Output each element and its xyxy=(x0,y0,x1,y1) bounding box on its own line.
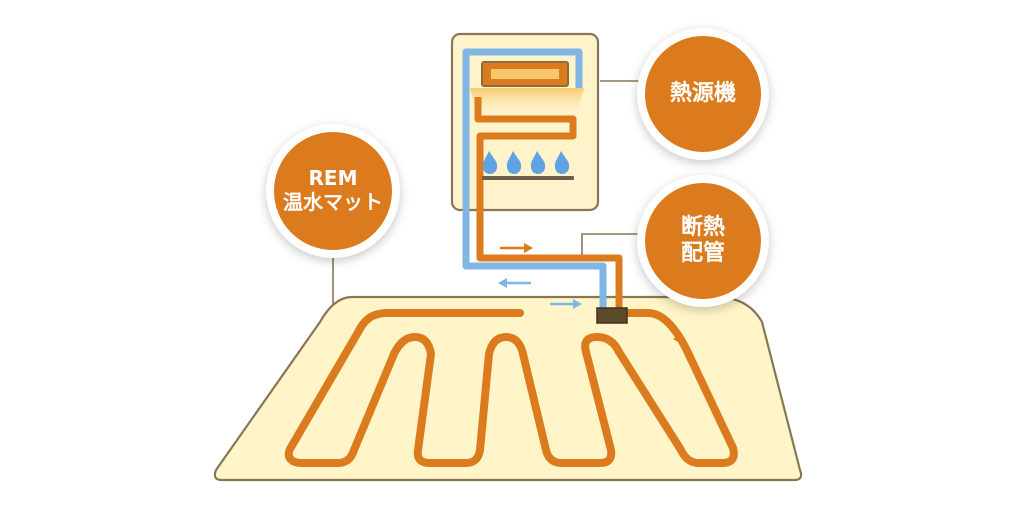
insulated-pipe-label-line1: 断熱 xyxy=(680,215,725,241)
insulated-pipe-label-line2: 配管 xyxy=(680,241,725,266)
mat-label-circle: REM 温水マット xyxy=(266,124,400,258)
heat-source-label-circle: 熱源機 xyxy=(637,28,769,160)
mat-label-line1: REM xyxy=(308,166,358,191)
insulated-pipe-label-circle: 断熱 配管 xyxy=(637,175,769,307)
arrow-right-icon xyxy=(500,243,533,253)
pipe-connector-box xyxy=(596,307,628,324)
arrow-right-icon xyxy=(550,299,582,309)
arrow-down-right-icon xyxy=(662,317,683,345)
mat-label-line2: 温水マット xyxy=(283,190,383,214)
flame-icon xyxy=(482,151,498,174)
connector-line-pipe xyxy=(581,233,640,258)
heater-glow xyxy=(470,88,584,118)
burner-flames xyxy=(482,151,570,174)
floor-mat xyxy=(213,295,803,482)
flame-icon xyxy=(506,151,522,174)
supply-pipe xyxy=(474,97,623,312)
flame-icon xyxy=(530,151,546,174)
arrow-left-icon xyxy=(498,278,531,288)
return-pipe-down xyxy=(462,246,607,312)
burner-bar xyxy=(482,176,574,180)
mat-heating-pipe xyxy=(284,309,738,467)
flame-icon xyxy=(554,151,570,174)
return-pipe-heater xyxy=(462,48,583,246)
heat-source-label: 熱源機 xyxy=(669,81,736,107)
heater-element-core xyxy=(491,69,559,79)
